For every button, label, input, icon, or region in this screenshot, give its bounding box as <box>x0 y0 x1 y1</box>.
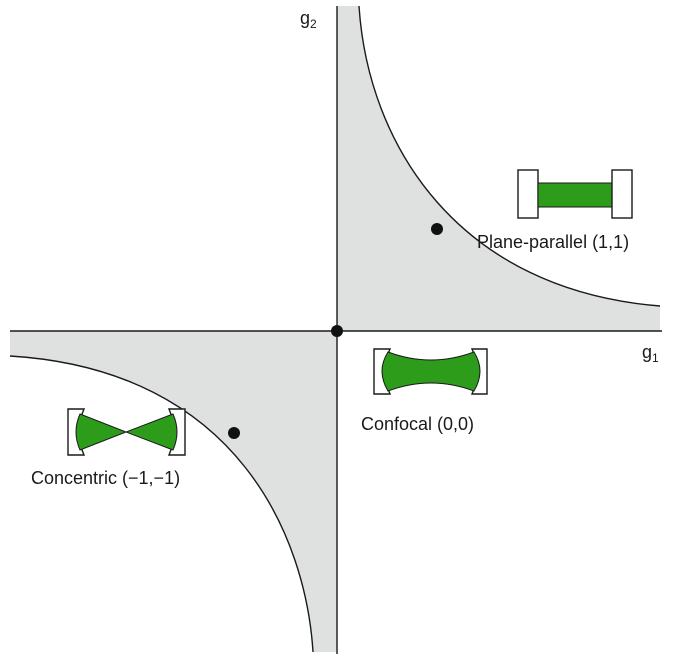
stable-region-first-quadrant <box>337 6 660 331</box>
concentric-resonator-icon <box>67 408 186 456</box>
concentric-label: Concentric (−1,−1) <box>31 468 180 488</box>
stable-region-third-quadrant <box>10 331 337 652</box>
point-confocal <box>331 325 343 337</box>
confocal-label: Confocal (0,0) <box>361 414 474 434</box>
point-plane-parallel <box>431 223 443 235</box>
stability-boundary-curve-lower <box>9 355 314 653</box>
plane-parallel-label: Plane-parallel (1,1) <box>477 232 629 252</box>
stability-boundary-curve-upper <box>358 5 661 307</box>
plane-parallel-resonator-icon <box>517 169 633 219</box>
confocal-resonator-icon <box>373 348 488 395</box>
point-concentric <box>228 427 240 439</box>
g1-axis-label: g1 <box>642 342 659 365</box>
g2-axis-label: g2 <box>300 8 317 31</box>
